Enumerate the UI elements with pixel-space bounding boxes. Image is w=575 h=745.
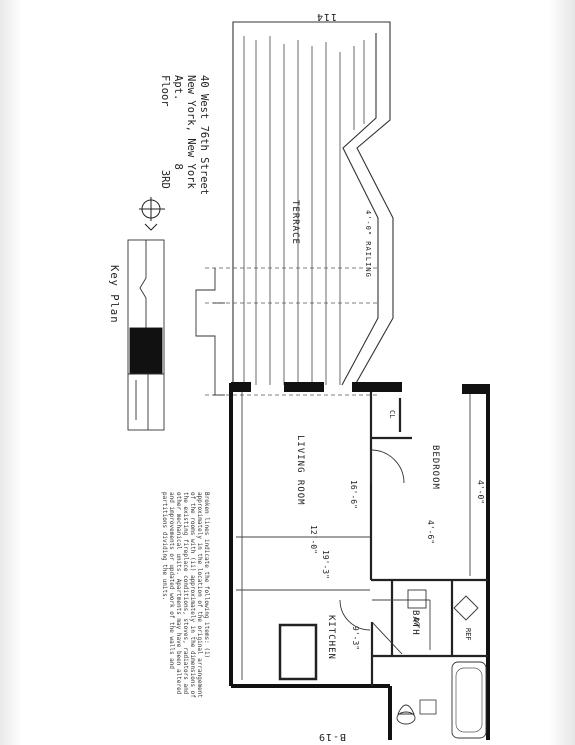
notes-paragraph: Broken lines indicate the following item… <box>161 492 210 698</box>
refrigerator-mark: REF <box>464 628 472 641</box>
north-arrow <box>139 197 165 231</box>
room-label-terrace: TERRACE <box>290 200 300 245</box>
dimension-4: 12'-0" <box>309 525 318 554</box>
floor-label: Floor <box>159 75 171 107</box>
floor-line: Floor 3RD <box>158 75 171 195</box>
dimension-3: 4'-6" <box>426 520 435 545</box>
address-block: 40 West 76th Street New York, New York A… <box>158 75 210 195</box>
dishwasher-mark: DW <box>412 618 420 627</box>
railing-label: 4'-0" RAILING <box>364 210 372 278</box>
address-line-1: 40 West 76th Street <box>198 75 210 196</box>
room-label-kitchen: KITCHEN <box>326 615 336 660</box>
address-line-2: New York, New York <box>185 75 197 189</box>
key-plan-title: Key Plan <box>108 265 120 324</box>
room-label-living-room: LIVING ROOM <box>295 435 305 506</box>
terrace-outline <box>232 21 394 386</box>
terrace-railing <box>341 33 379 386</box>
page-number-top: 114 <box>315 11 337 22</box>
apt-label: Apt. <box>172 75 184 101</box>
room-label-bedroom: BEDROOM <box>430 445 440 490</box>
dimension-6: 19'-3" <box>321 550 330 579</box>
dimension-1: 4'-0" <box>476 480 485 505</box>
apt-value: 8 <box>172 163 184 170</box>
page-number-bottom: B-19 <box>317 731 346 742</box>
dimension-5: 9'-3" <box>351 626 360 651</box>
dimension-2: 16'-6" <box>349 480 358 509</box>
apartment-line: Apt. 8 <box>171 75 184 195</box>
terrace-lines <box>243 36 365 385</box>
closet-mark: CL <box>388 410 396 419</box>
floor-value: 3RD <box>159 169 171 189</box>
key-plan <box>127 239 165 431</box>
